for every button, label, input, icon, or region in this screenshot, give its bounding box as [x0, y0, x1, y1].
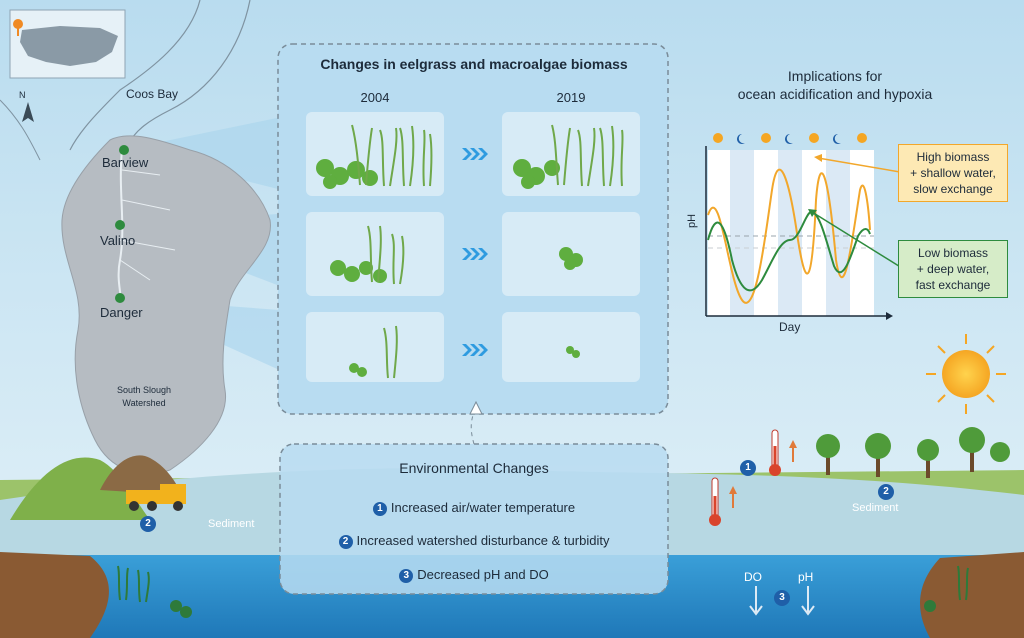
ph-chart	[705, 133, 903, 320]
bulldozer-icon	[126, 484, 186, 511]
chart-xlabel: Day	[779, 320, 801, 334]
biomass-panel-title: Changes in eelgrass and macroalgae bioma…	[320, 56, 628, 72]
low-biomass-series	[707, 211, 871, 292]
site-label-valino: Valino	[100, 233, 136, 248]
underwater-seagrass	[117, 565, 969, 603]
north-arrow-icon	[22, 102, 34, 122]
marker-sediment-left: 2	[140, 516, 156, 532]
year-2004-label: 2004	[360, 90, 390, 105]
site-label-danger: Danger	[100, 305, 143, 320]
low-biomass-callout: Low biomass + deep water, fast exchange	[898, 240, 1008, 298]
ph-label: pH	[798, 570, 814, 584]
thermometer-icon-water	[709, 477, 737, 526]
watershed-label: South Slough Watershed	[104, 384, 184, 410]
north-label: N	[19, 90, 26, 100]
trees-icon	[816, 427, 1010, 478]
marker-water: 3	[774, 590, 790, 606]
high-biomass-callout: High biomass + shallow water, slow excha…	[898, 144, 1008, 202]
sun-moon-icons	[713, 133, 867, 145]
environment-title: Environmental Changes	[399, 460, 549, 476]
high-box-line2: + shallow water,	[910, 166, 996, 180]
high-box-line3: slow exchange	[913, 182, 993, 196]
chevron-arrows-icon	[462, 148, 488, 356]
left-bank	[0, 552, 109, 638]
sediment-label-left: Sediment	[208, 518, 255, 530]
right-bank	[920, 552, 1024, 638]
beam-barview	[122, 112, 306, 196]
high-box-line1: High biomass	[916, 150, 990, 164]
site-marker-valino	[115, 220, 125, 230]
watershed-label-line1: South Slough	[116, 385, 172, 395]
sediment-label-right: Sediment	[852, 502, 899, 514]
environment-item-text: Increased air/water temperature	[390, 500, 576, 515]
implications-title: Implications for ocean acidification and…	[700, 67, 970, 103]
eelgrass-macroalgae-illustrations	[316, 124, 624, 379]
chart-ylabel: pH	[686, 213, 698, 228]
number-badge: 1	[372, 502, 387, 516]
down-arrow-icons	[749, 586, 815, 616]
low-box-line3: fast exchange	[915, 278, 991, 292]
environment-item-text: Decreased pH and DO	[417, 567, 549, 582]
high-biomass-series	[707, 168, 871, 304]
do-label: DO	[744, 570, 762, 584]
low-box-line2: + deep water,	[916, 262, 990, 276]
marker-temperature: 1	[740, 460, 756, 476]
environment-item-text: Increased watershed disturbance & turbid…	[356, 533, 610, 548]
number-badge: 3	[399, 569, 414, 583]
biomass-row-boxes	[306, 112, 640, 382]
site-label-barview: Barview	[102, 155, 149, 170]
marker-sediment-right: 2	[878, 484, 894, 500]
us-inset-map	[9, 9, 126, 79]
implications-title-line2: ocean acidification and hypoxia	[737, 86, 933, 102]
location-pin-icon	[13, 19, 23, 29]
implications-title-line1: Implications for	[787, 68, 883, 84]
coos-bay-label: Coos Bay	[126, 87, 179, 101]
watershed-map	[61, 135, 271, 475]
number-badge: 2	[338, 535, 353, 549]
site-marker-danger	[115, 293, 125, 303]
site-marker-barview	[119, 145, 129, 155]
year-2019-label: 2019	[556, 90, 586, 105]
watershed-label-line2: Watershed	[122, 398, 166, 408]
sun-icon	[926, 334, 1006, 414]
thermometer-icon-air	[769, 429, 797, 476]
low-box-line1: Low biomass	[917, 246, 989, 260]
